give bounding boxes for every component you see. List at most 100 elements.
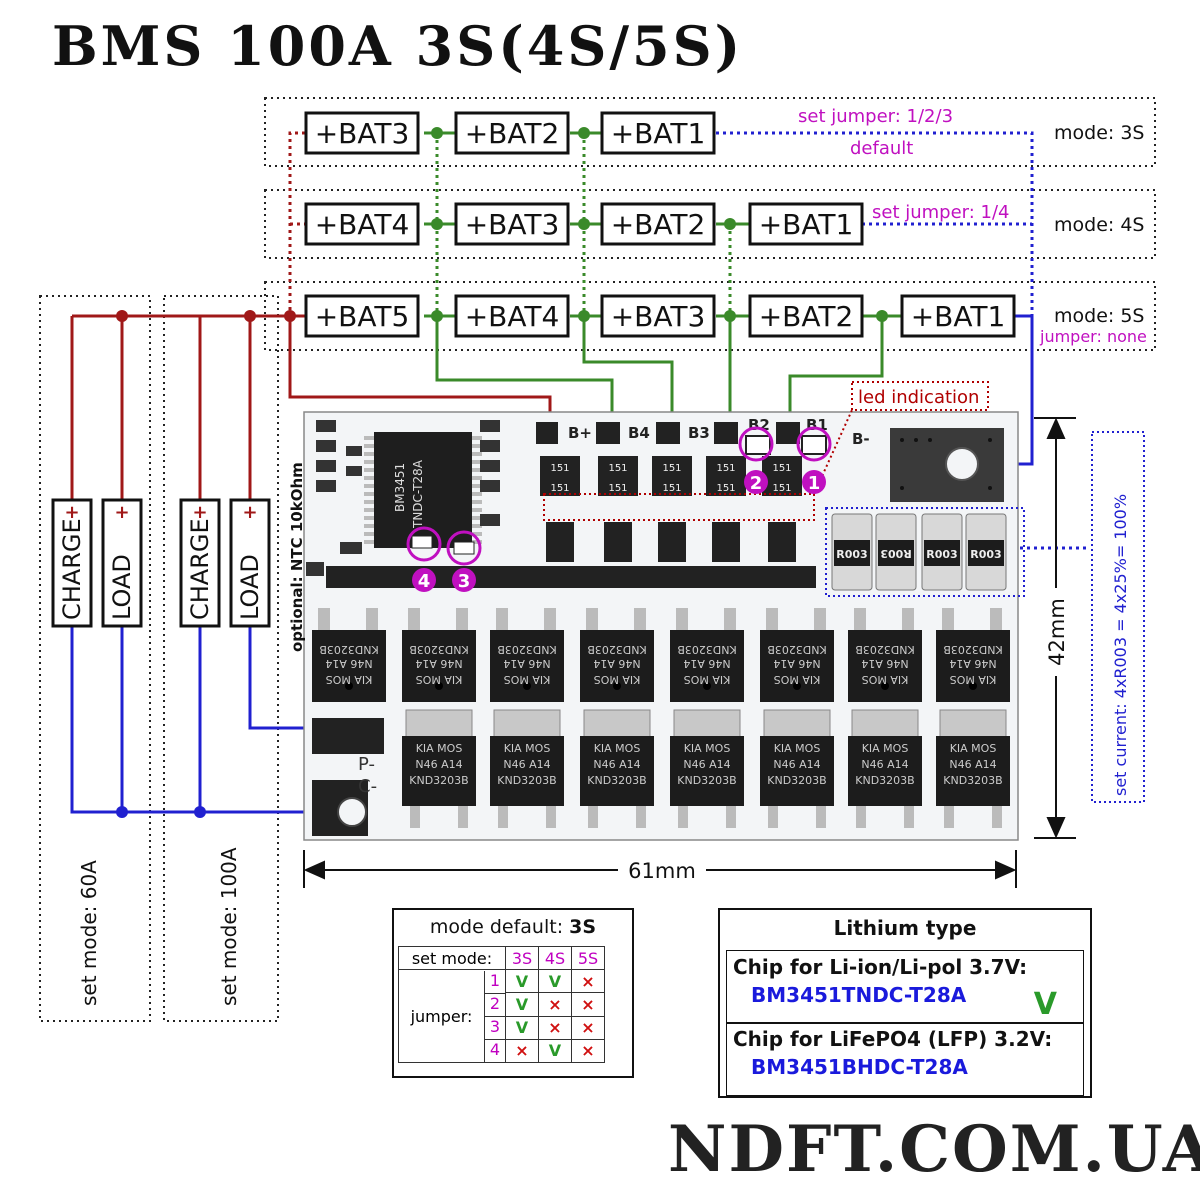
mosfet-marking: KIA MOS — [416, 673, 463, 686]
cell-j1-3s: V — [505, 968, 539, 994]
mosfet-marking: KND3203B — [855, 774, 914, 787]
terminal-label: LOAD — [236, 554, 264, 620]
lfp-label: Chip for LiFePO4 (LFP) 3.2V: — [733, 1027, 1053, 1051]
battery-cell-label: +BAT5 — [315, 300, 410, 333]
cell-j3-4s: × — [538, 1015, 572, 1040]
cell-j1-4s: V — [538, 968, 572, 994]
mosfet-marking: KIA MOS — [950, 673, 997, 686]
terminal-label: CHARGE — [186, 518, 214, 620]
battery-cell-box — [600, 111, 716, 155]
mosfet-marking: N46 A14 — [861, 657, 908, 670]
led-indication-label: led indication — [858, 387, 979, 408]
battery-cell-label: +BAT2 — [611, 208, 706, 241]
jumper-num-3: 3 — [485, 1017, 505, 1040]
battery-cell-label: +BAT3 — [611, 300, 706, 333]
table-row: jumper: 1 2 3 4 V V × — [398, 968, 605, 1063]
mode-5s-jumper-note: jumper: none — [1039, 327, 1147, 346]
lfp-chip: BM3451BHDC-T28A — [751, 1055, 968, 1079]
jumper-label-1: 1 — [808, 473, 821, 494]
lithium-type-box: Lithium type Chip for Li-ion/Li-pol 3.7V… — [718, 908, 1092, 1098]
jumper-table-default-mode: 3S — [569, 916, 597, 938]
mode-4s-frame — [264, 189, 1156, 259]
mosfet-marking: KIA MOS — [950, 742, 997, 755]
liion-label: Chip for Li-ion/Li-pol 3.7V: — [733, 955, 1028, 979]
small-resistor-label: 151 — [716, 483, 735, 494]
jumper-num-2: 2 — [485, 994, 505, 1017]
terminal-label: LOAD — [108, 554, 136, 620]
mode-60a-frame — [39, 295, 151, 1022]
terminal-plus-sign: + — [114, 502, 129, 523]
height-dimension: 42mm — [1045, 598, 1069, 666]
mosfet-marking: KND3203B — [409, 643, 468, 656]
mosfet-marking: KND3203B — [587, 774, 646, 787]
mosfet-marking: KIA MOS — [504, 742, 551, 755]
mode-5s-label: mode: 5S — [1054, 305, 1144, 327]
cell-j2-4s: × — [538, 992, 572, 1017]
terminal-plus-sign: + — [64, 502, 79, 523]
mosfet-marking: N46 A14 — [773, 758, 820, 771]
mosfet-marking: KIA MOS — [594, 673, 641, 686]
jumper-table-grid: set mode: 3S 4S 5S jumper: 1 2 3 4 V V × — [398, 946, 605, 1064]
mosfet-marking: N46 A14 — [683, 758, 730, 771]
mosfet-marking: N46 A14 — [325, 657, 372, 670]
battery-cells: +BAT3 +BAT2 +BAT1 +BAT4 +BAT3 +BAT2 +BAT1 +BAT5… — [304, 111, 1016, 338]
battery-cell-box — [304, 111, 420, 155]
mode-4s-jumper-note: set jumper: 1/4 — [872, 202, 1010, 223]
battery-cell-box — [600, 202, 716, 246]
cell-j1-5s: × — [571, 968, 605, 994]
jumper-label-2: 2 — [750, 473, 763, 494]
positive-wire — [70, 314, 552, 512]
mosfet-marking: N46 A14 — [503, 657, 550, 670]
led-indication-frame — [851, 381, 989, 411]
liion-chip: BM3451TNDC-T28A — [751, 983, 967, 1007]
jumper-cell: jumper: 1 2 3 4 — [398, 969, 506, 1063]
pad-label: B+ — [568, 424, 592, 442]
small-resistor-label: 151 — [550, 463, 569, 474]
small-resistor-label: 151 — [608, 483, 627, 494]
battery-cell-box — [454, 294, 570, 338]
battery-cell-box — [748, 202, 864, 246]
shunt-resistor-label: R003 — [880, 547, 911, 560]
mosfet-marking: KIA MOS — [684, 742, 731, 755]
mode-3s-default-note: default — [850, 138, 913, 159]
battery-cell-label: +BAT1 — [759, 208, 854, 241]
mosfet-marking: KIA MOS — [862, 673, 909, 686]
mosfet-marking: KND3203B — [677, 774, 736, 787]
cell-j2-5s: × — [571, 992, 605, 1017]
mode-100a-frame — [163, 295, 279, 1022]
page-title: BMS 100A 3S(4S/5S) — [52, 14, 744, 78]
mode-4s-label: mode: 4S — [1054, 214, 1144, 236]
mode-3s-label: mode: 3S — [1054, 122, 1144, 144]
battery-cell-label: +BAT2 — [465, 117, 560, 150]
p-minus-label: P- — [358, 754, 375, 775]
mosfet-marking: N46 A14 — [683, 657, 730, 670]
battery-cell-box — [600, 294, 716, 338]
mosfet-marking: KND3203B — [767, 643, 826, 656]
terminal-plus-sign: + — [192, 502, 207, 523]
mosfet-marking: KND3203B — [943, 774, 1002, 787]
terminal-plus-sign: + — [242, 502, 257, 523]
jumper-table-title: mode default: 3S — [394, 910, 632, 944]
small-resistor-label: 151 — [662, 463, 681, 474]
jumper-table-title-text: mode default: — [429, 916, 564, 938]
mosfet-marking: KIA MOS — [774, 673, 821, 686]
set-current-note: set current: 4xR003 = 4x25%= 100% — [1111, 494, 1130, 796]
cell-j4-5s: × — [571, 1038, 605, 1064]
mosfet-marking: KND3203B — [767, 774, 826, 787]
mosfet-marking: N46 A14 — [593, 758, 640, 771]
small-resistor-label: 151 — [662, 483, 681, 494]
jumper-num-4: 4 — [489, 1039, 501, 1059]
jumper-header: jumper: — [410, 1006, 473, 1026]
battery-cell-box — [454, 202, 570, 246]
cell-j3-3s: V — [505, 1015, 539, 1040]
terminal-box — [179, 498, 221, 628]
battery-cell-label: +BAT4 — [315, 208, 410, 241]
battery-cell-label: +BAT1 — [911, 300, 1006, 333]
mosfet-marking: KIA MOS — [416, 742, 463, 755]
site-watermark: NDFT.COM.UA — [668, 1112, 1200, 1187]
battery-cell-label: +BAT3 — [465, 208, 560, 241]
mode-3s-jumper-note: set jumper: 1/2/3 — [798, 106, 953, 127]
small-resistor-label: 151 — [772, 463, 791, 474]
liion-chip-row: Chip for Li-ion/Li-pol 3.7V: BM3451TNDC-… — [726, 950, 1084, 1024]
mosfet-marking: KND3203B — [497, 643, 556, 656]
